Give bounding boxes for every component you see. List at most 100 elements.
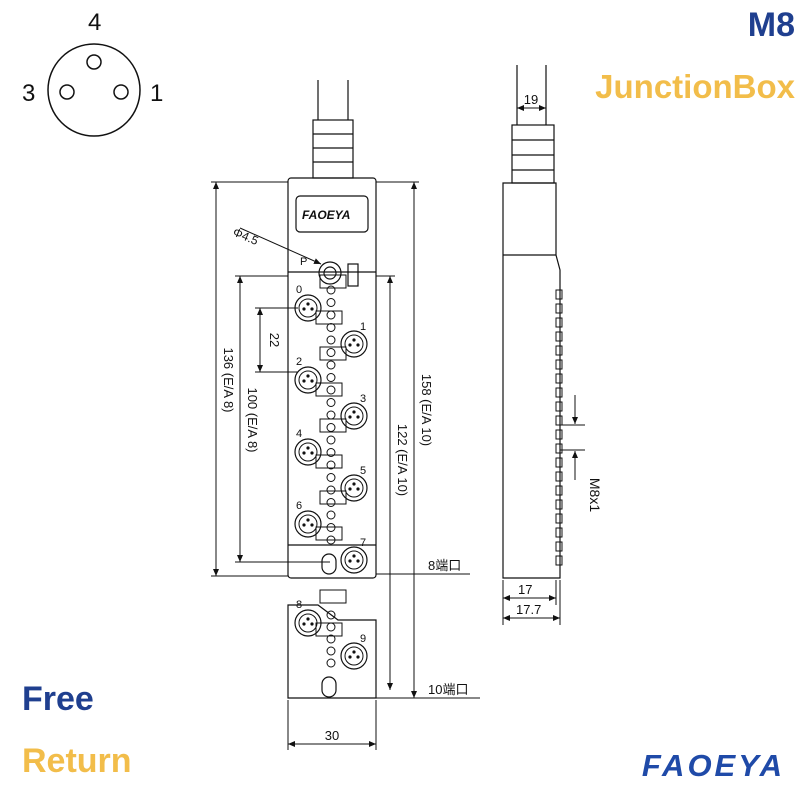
led-indicator — [326, 658, 336, 668]
led-indicator — [326, 498, 336, 507]
side-port-thread — [555, 303, 563, 314]
dim-136: 136 (E/A 8) — [221, 347, 236, 412]
side-port-thread — [555, 499, 563, 510]
side-port-thread — [555, 457, 563, 468]
led-indicator — [326, 523, 336, 532]
m8-port: 5 — [340, 465, 368, 502]
brand-window — [295, 195, 369, 233]
port-number-label: 7 — [360, 537, 366, 549]
side-port-thread — [555, 541, 563, 552]
led-indicator — [326, 510, 336, 520]
led-indicator — [326, 622, 336, 632]
dim-100: 100 (E/A 8) — [245, 387, 260, 452]
label-p: P — [300, 256, 307, 268]
m8-port: 0 — [294, 284, 322, 322]
side-port-thread — [555, 555, 563, 566]
label-10-port: 10端口 — [428, 682, 468, 697]
dim-width: 30 — [325, 728, 339, 743]
led-indicator — [326, 634, 336, 644]
pin-label-4: 4 — [88, 9, 101, 36]
m8-port: 4 — [294, 428, 322, 466]
led-indicator — [326, 348, 336, 357]
pinout-diagram — [47, 43, 141, 137]
label-8-port: 8端口 — [428, 558, 461, 573]
dim-pitch: 22 — [267, 333, 282, 347]
side-cable-relief — [511, 124, 555, 184]
led-indicator — [326, 373, 336, 382]
led-indicator — [326, 448, 336, 457]
port-label-window — [315, 526, 343, 541]
port-number-label: 9 — [360, 633, 366, 645]
pin-label-3: 3 — [22, 80, 35, 107]
front-view — [287, 80, 377, 699]
led-indicator — [326, 360, 336, 370]
side-dimension-lines — [502, 105, 585, 625]
dim-depth-17: 17 — [518, 582, 532, 597]
port-number-label: 6 — [296, 500, 302, 512]
dim-122: 122 (E/A 10) — [395, 424, 410, 496]
pin-1 — [113, 84, 129, 100]
port-number-label: 1 — [360, 321, 366, 333]
m8-port: 2 — [294, 356, 322, 394]
port-number-label: 4 — [296, 428, 302, 440]
side-port-thread — [555, 373, 563, 384]
led-indicator — [326, 535, 336, 545]
led-indicator — [326, 435, 336, 445]
port-number-label: 8 — [296, 599, 302, 611]
port-number-label: 5 — [360, 465, 366, 477]
extension-module — [287, 604, 377, 699]
port-number-label: 0 — [296, 284, 302, 296]
led-indicator — [326, 646, 336, 656]
side-port-thread — [555, 471, 563, 482]
led-indicator — [326, 398, 336, 407]
port-label-window — [319, 274, 347, 289]
led-indicator — [326, 385, 336, 395]
mounting-hole — [318, 261, 342, 285]
pin-label-1: 1 — [150, 80, 163, 107]
port-number-label: 2 — [296, 356, 302, 368]
side-port-thread — [555, 331, 563, 342]
port-label-window — [319, 490, 347, 505]
body-brand-label: FAOEYA — [302, 208, 350, 222]
dim-thread: M8x1 — [587, 478, 603, 512]
port-label-window — [319, 589, 347, 604]
side-port-thread — [555, 415, 563, 426]
side-port-thread — [555, 513, 563, 524]
m8-port: 1 — [340, 321, 368, 358]
led-indicator — [326, 335, 336, 345]
footer-free: Free — [22, 680, 94, 718]
brand-logo: FAOEYA — [641, 748, 785, 783]
side-port-thread — [555, 401, 563, 412]
side-body — [502, 182, 561, 579]
led-indicator — [326, 298, 336, 307]
port-label-window — [315, 382, 343, 397]
m8-port: 3 — [340, 393, 368, 430]
led-indicator — [326, 423, 336, 432]
port-group: 0 1 2 3 4 5 6 7 8 9 — [294, 274, 368, 670]
footer-return: Return — [22, 742, 132, 780]
pin-4 — [86, 54, 102, 70]
side-port-thread — [555, 387, 563, 398]
cable-strain-relief — [312, 119, 354, 179]
junction-box-body — [287, 177, 377, 579]
led-indicator — [326, 485, 336, 495]
pin-3 — [59, 84, 75, 100]
header-title-junctionbox: JunctionBox — [595, 68, 795, 105]
side-port-thread — [555, 359, 563, 370]
side-port-thread — [555, 527, 563, 538]
port-label-window — [319, 346, 347, 361]
led-indicator — [326, 323, 336, 332]
led-indicator — [326, 410, 336, 420]
dim-158: 158 (E/A 10) — [419, 374, 434, 446]
side-port-thread — [555, 443, 563, 454]
connector-face — [47, 43, 141, 137]
led-indicator — [326, 473, 336, 482]
dim-cable-width: 19 — [524, 92, 538, 107]
side-thread-group — [555, 289, 563, 566]
side-port-thread — [555, 429, 563, 440]
side-port-thread — [555, 317, 563, 328]
dim-hole-diameter: Φ4.5 — [231, 225, 261, 248]
bottom-slot — [321, 553, 337, 575]
side-port-thread — [555, 345, 563, 356]
